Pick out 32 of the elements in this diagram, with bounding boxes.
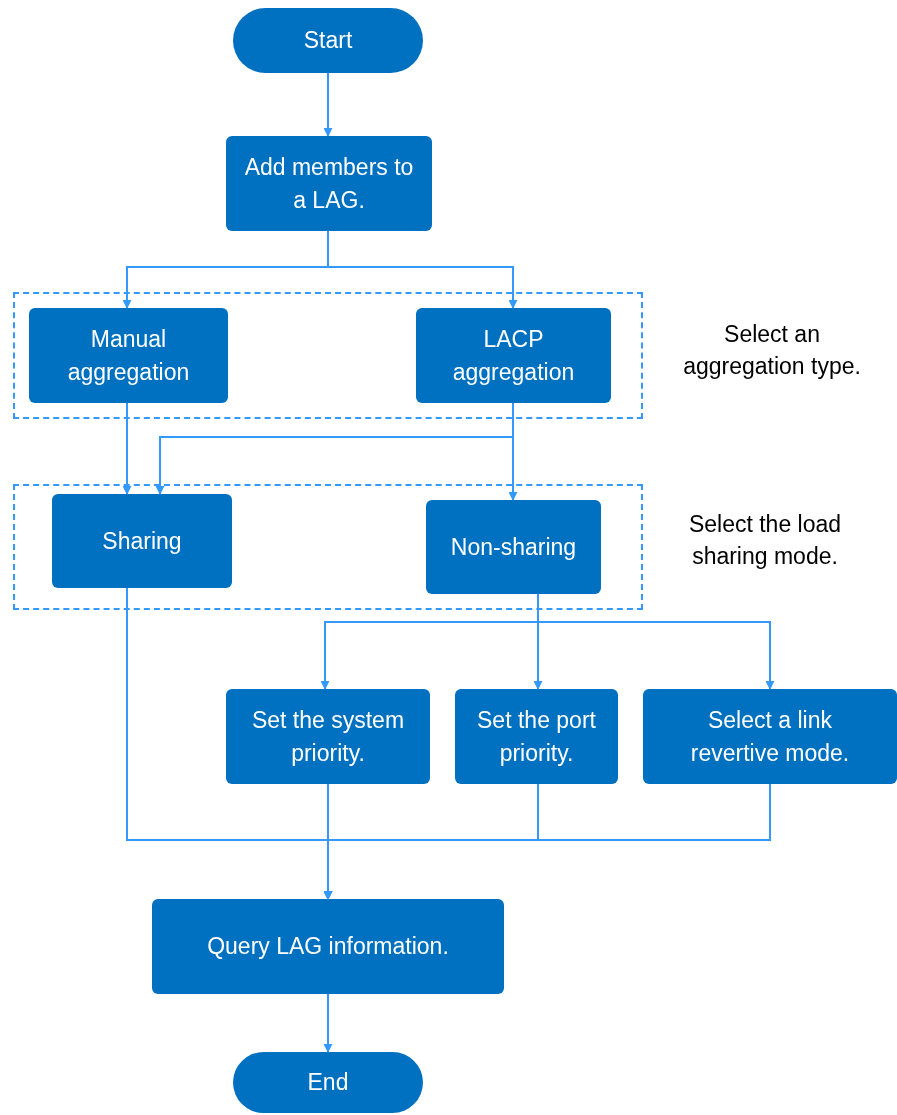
process-box [152, 899, 504, 994]
arrow [327, 230, 518, 309]
node-label: Set the system priority. [250, 706, 406, 768]
annotation-text: Select an aggregation type. [682, 320, 862, 382]
node-label: Manual aggregation [66, 325, 191, 387]
dashed-group-box [13, 292, 643, 419]
dashed-group-box [13, 484, 643, 610]
arrow [508, 402, 518, 501]
node-label: Set the port priority. [476, 706, 597, 768]
node-label: Query LAG information. [207, 932, 449, 962]
terminal-pill [233, 1052, 423, 1113]
arrow [537, 593, 775, 690]
arrow [323, 72, 333, 137]
process-box [643, 689, 897, 784]
process-box [29, 308, 228, 403]
process-box [226, 136, 432, 231]
process-box [226, 689, 430, 784]
node-label: LACP aggregation [451, 325, 576, 387]
arrow [122, 402, 132, 495]
process-box [52, 494, 232, 588]
arrow [323, 993, 333, 1053]
annotation-text: Select the load sharing mode. [687, 510, 843, 572]
arrow [323, 783, 771, 900]
node-label: Add members to a LAG. [243, 153, 415, 215]
process-box [455, 689, 618, 784]
process-box [416, 308, 611, 403]
node-label: Start [303, 26, 353, 56]
node-label: End [307, 1068, 349, 1098]
node-label: Non-sharing [450, 532, 577, 562]
node-label: Sharing [102, 526, 182, 556]
node-label: Select a link revertive mode. [689, 706, 851, 768]
process-box [426, 500, 601, 594]
